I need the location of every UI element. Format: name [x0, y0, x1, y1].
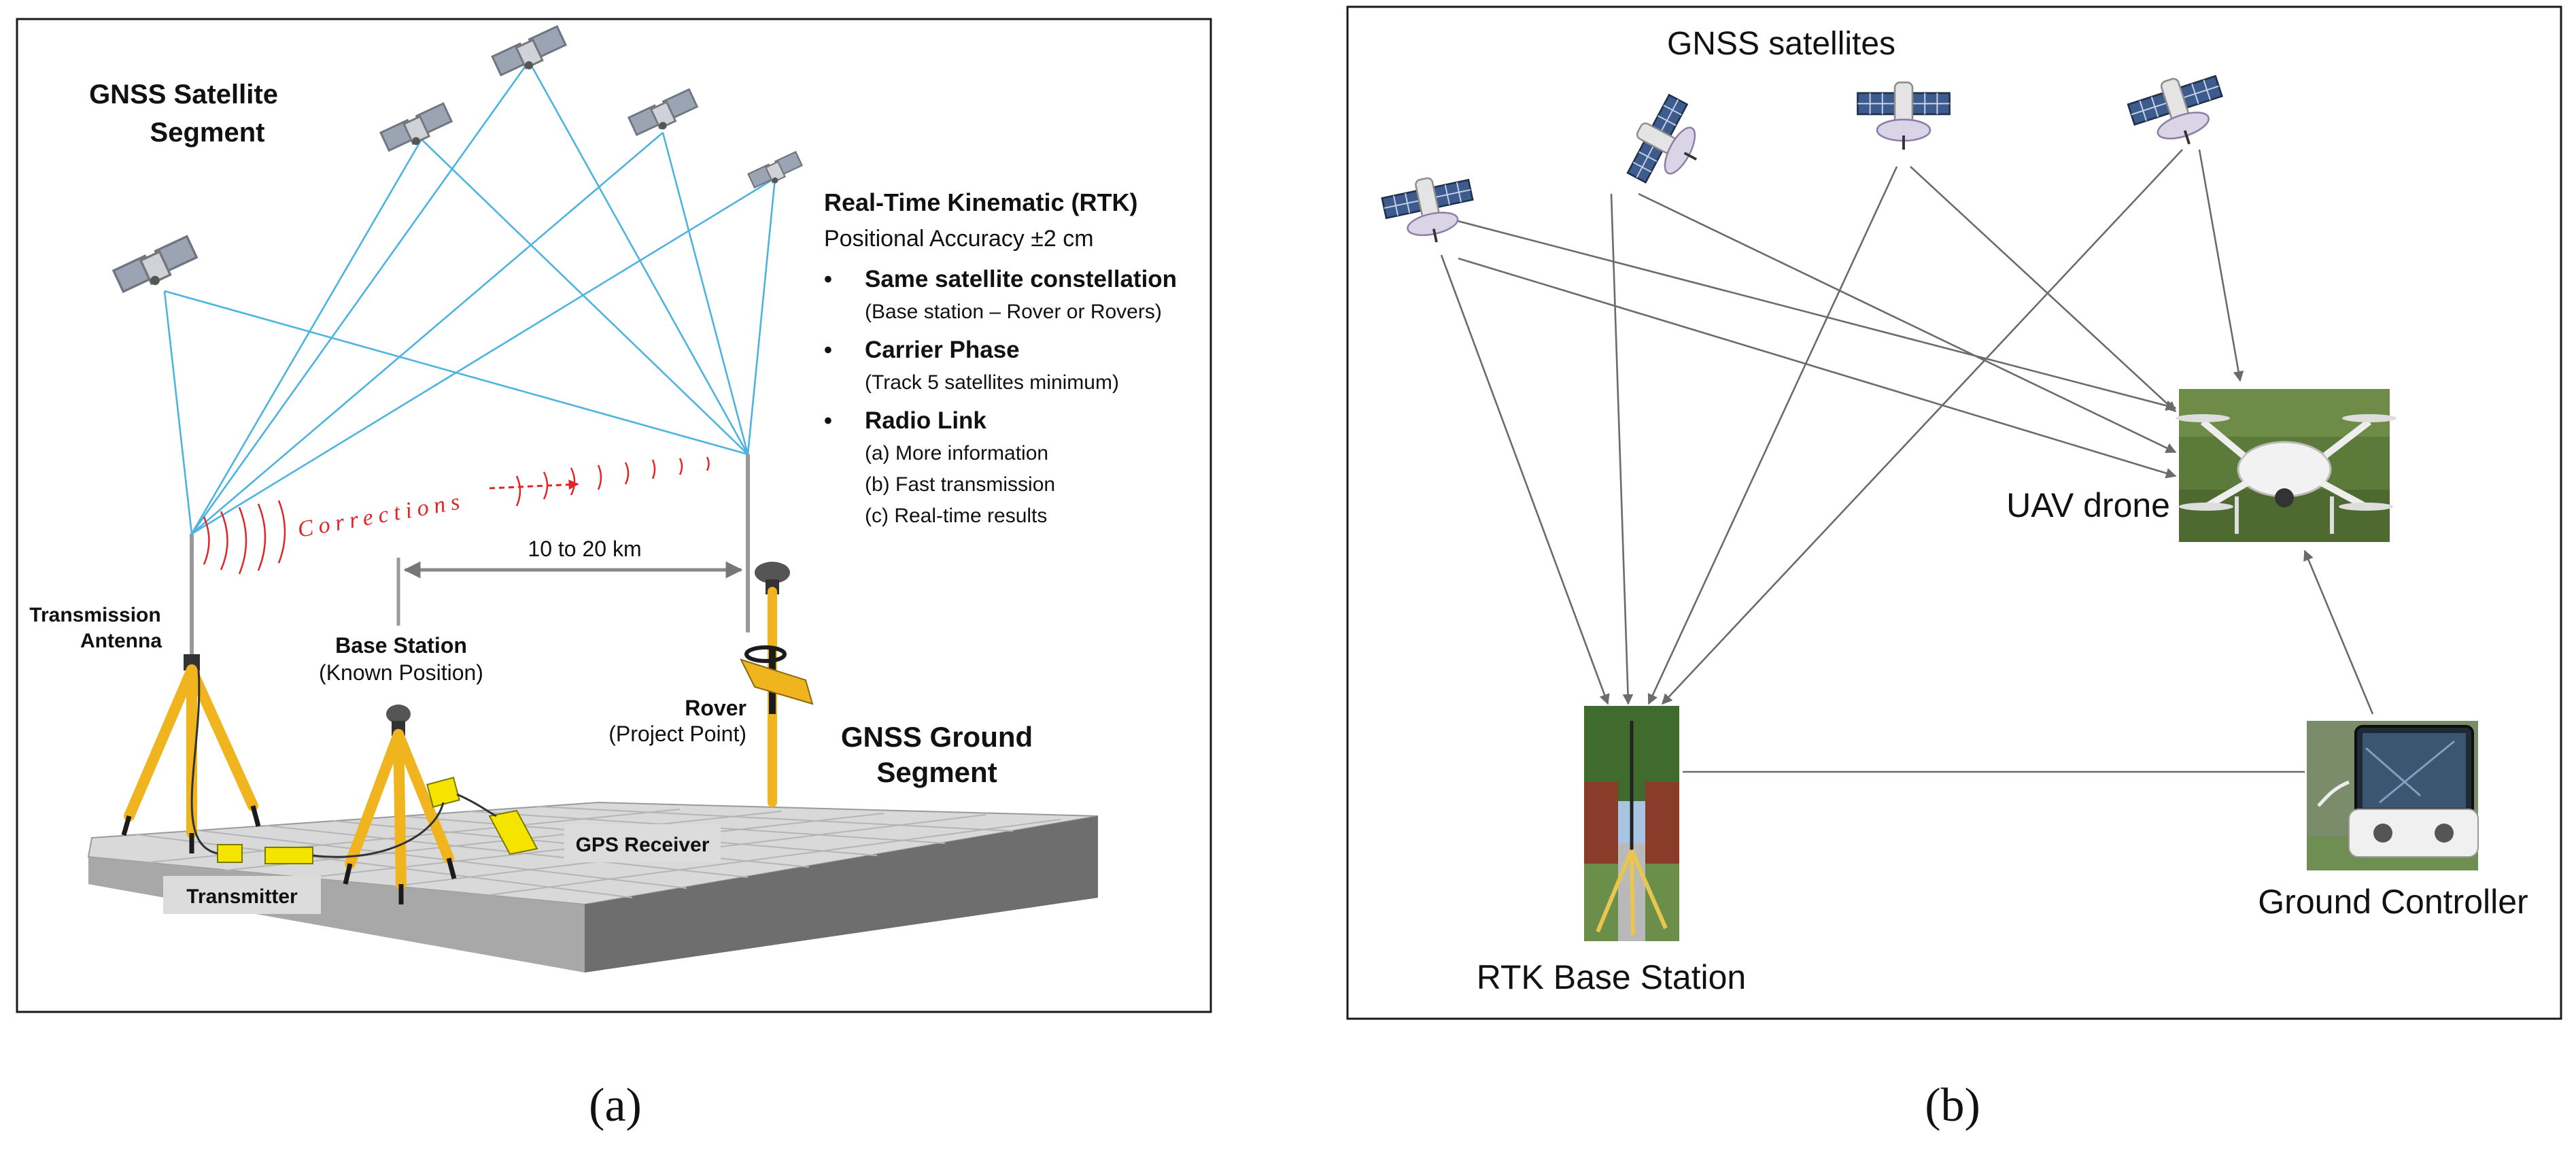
base-station-photo — [1584, 706, 1679, 941]
bullet-marker: • — [824, 337, 832, 363]
base-station-sublabel: (Known Position) — [319, 660, 483, 685]
receiver-handheld-icon — [488, 809, 538, 855]
bullet-detail: (c) Real-time results — [865, 505, 1047, 527]
bullet-detail: (a) More information — [865, 442, 1048, 464]
satellites-title: GNSS satellites — [1667, 26, 1895, 62]
transmission-antenna-label-1: Transmission — [29, 604, 160, 626]
bullet-marker: • — [824, 408, 832, 434]
gps-receiver-label: GPS Receiver — [576, 834, 710, 856]
bullet-detail: (Base station – Rover or Rovers) — [865, 301, 1162, 323]
transmitter-box-icon — [217, 844, 243, 863]
base-station-label: Base Station — [335, 633, 467, 658]
caption-b: (b) — [1925, 1079, 1980, 1132]
bullet-heading: Radio Link — [865, 407, 986, 434]
positional-accuracy: Positional Accuracy ±2 cm — [824, 226, 1094, 252]
satellite-segment-label-2: Segment — [150, 118, 265, 148]
rtk-base-station-label: RTK Base Station — [1477, 958, 1747, 996]
gps-receiver-tag — [564, 824, 721, 862]
caption-a: (a) — [589, 1079, 642, 1132]
bullet-detail: (b) Fast transmission — [865, 473, 1055, 496]
rover-label: Rover — [685, 696, 746, 720]
uav-drone-label: UAV drone — [2006, 486, 2170, 524]
ground-segment-label-1: GNSS Ground — [841, 721, 1033, 753]
base-cable — [312, 802, 445, 858]
transmitter-tag — [163, 876, 321, 914]
tripod-icon — [343, 705, 457, 904]
distance-label: 10 to 20 km — [528, 537, 641, 561]
receiver-box-icon — [426, 777, 460, 808]
ground-segment-label-2: Segment — [876, 756, 997, 788]
rtk-title: Real-Time Kinematic (RTK) — [824, 188, 1137, 216]
controller-photo — [2307, 721, 2479, 870]
bullet-marker: • — [824, 267, 832, 292]
satellite-segment-label-1: GNSS Satellite — [89, 80, 278, 109]
corrections-arrow — [489, 479, 579, 490]
bullet-heading: Same satellite constellation — [865, 266, 1177, 292]
receiver-cable — [456, 793, 497, 817]
satellite-beams — [163, 61, 776, 535]
drone-photo — [2176, 389, 2397, 542]
bullet-heading: Carrier Phase — [865, 337, 1020, 363]
signal-arrows — [1440, 149, 2374, 715]
rover-pole-icon — [740, 562, 814, 807]
transmitter-label: Transmitter — [186, 885, 298, 908]
antenna-cable — [190, 669, 218, 855]
ground-controller-label: Ground Controller — [2258, 883, 2528, 921]
transmission-antenna-label-2: Antenna — [80, 630, 162, 652]
rover-sublabel: (Project Point) — [608, 722, 746, 746]
bullet-detail: (Track 5 satellites minimum) — [865, 371, 1119, 394]
transmitter-device-icon — [264, 847, 313, 864]
